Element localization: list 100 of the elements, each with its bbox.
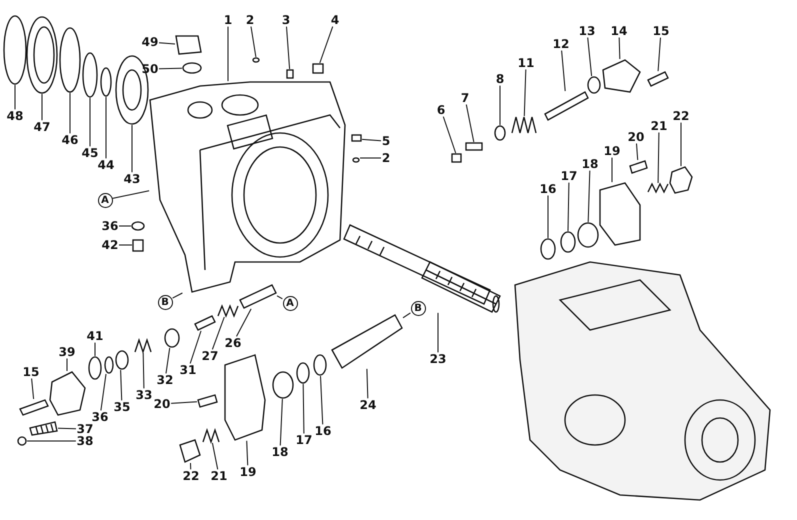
leader-line [286, 26, 290, 70]
leader-line [94, 342, 96, 356]
callout-number: 2 [381, 152, 391, 164]
callout-number: 21 [650, 120, 668, 132]
callout-number: 16 [539, 182, 557, 196]
callout-number: 19 [239, 466, 257, 478]
leader-line [362, 138, 382, 142]
bolt-drawing [647, 71, 669, 87]
bolt-drawing [629, 160, 648, 174]
ring-drawing [587, 76, 601, 94]
callout-number: 14 [610, 24, 628, 38]
callout-number: 39 [58, 346, 76, 358]
leader-line [26, 440, 76, 442]
leader-line [442, 116, 456, 154]
nut-drawing [669, 166, 693, 194]
plug-drawing [577, 222, 599, 248]
callout-number: 22 [182, 470, 200, 482]
poppet-drawing [465, 142, 483, 151]
callout-number: 2 [245, 14, 255, 26]
ring-drawing [115, 350, 129, 370]
callout-number: 11 [517, 56, 535, 70]
leader-line [276, 295, 283, 300]
leader-line [170, 401, 198, 404]
callout-number: 3 [281, 14, 291, 26]
leader-line [172, 292, 183, 299]
callout-number: 1 [223, 14, 233, 26]
callout-number: 23 [429, 352, 447, 366]
piston-drawing [331, 314, 403, 369]
leader-line [302, 383, 304, 434]
callout-number: 37 [76, 422, 94, 436]
callout-number: 36 [101, 220, 119, 232]
callout-number: 8 [495, 72, 505, 86]
plug-drawing [132, 239, 144, 252]
leader-line [280, 398, 283, 446]
callout-number: 18 [581, 158, 599, 170]
leader-line [246, 440, 248, 466]
callout-number: 36 [91, 410, 109, 424]
leader-line [120, 370, 122, 401]
cover-drawing [602, 59, 641, 93]
spool-drawing [239, 284, 277, 309]
connection-marker: A [282, 296, 298, 310]
leader-line [319, 26, 334, 64]
spring-drawing [217, 304, 239, 318]
leader-line [166, 347, 170, 374]
leader-line [250, 26, 256, 58]
leader-line [561, 50, 566, 92]
callout-number: 49 [141, 36, 159, 48]
leader-line [588, 170, 590, 223]
ring-drawing [82, 52, 98, 98]
callout-number: 17 [295, 434, 313, 446]
leader-line [680, 122, 682, 167]
callout-number: 27 [201, 350, 219, 362]
leader-line [524, 69, 526, 117]
ring-drawing [104, 356, 114, 374]
spring-drawing [511, 116, 537, 134]
ring-drawing [59, 27, 81, 93]
ring-drawing [182, 62, 202, 74]
ring-drawing [494, 125, 506, 141]
spring-drawing [134, 338, 152, 354]
callout-number: 24 [359, 398, 377, 412]
callout-number: 20 [153, 398, 171, 410]
callout-number: 4 [330, 14, 340, 26]
callout-number: 15 [22, 366, 40, 378]
plug-drawing [312, 63, 324, 74]
callout-number: 26 [224, 336, 242, 350]
ring-drawing [296, 362, 310, 384]
leader-line [466, 104, 474, 142]
callout-number: 19 [603, 144, 621, 158]
connection-marker: B [158, 294, 172, 310]
nut-drawing [17, 436, 27, 446]
leader-line [66, 358, 68, 372]
plug-drawing [451, 153, 462, 163]
leader-line [118, 244, 132, 246]
leader-line [190, 462, 192, 470]
callout-number: 6 [436, 104, 446, 116]
pin-drawing [286, 69, 294, 79]
leader-line [158, 68, 182, 70]
callout-number: 48 [6, 110, 24, 122]
leader-line [212, 316, 225, 350]
bearing-drawing [26, 16, 58, 94]
pump-housing-drawing [149, 81, 346, 293]
leader-line [190, 330, 202, 364]
callout-number: 44 [97, 158, 115, 172]
ring-drawing [560, 231, 576, 253]
callout-number: 33 [135, 388, 153, 402]
leader-line [14, 84, 16, 110]
leader-line [636, 143, 638, 160]
connection-marker: B [410, 300, 426, 316]
callout-number: 46 [61, 134, 79, 146]
leader-line [236, 308, 252, 337]
leader-line [402, 312, 411, 318]
seat-drawing [164, 328, 180, 348]
callout-number: 5 [381, 134, 391, 148]
leader-line [31, 378, 34, 400]
callout-number: 32 [156, 374, 174, 386]
callout-number: 12 [552, 38, 570, 50]
callout-number: 22 [672, 110, 690, 122]
ring-drawing [540, 238, 556, 260]
ring-drawing [100, 67, 112, 97]
ring-drawing [313, 354, 327, 376]
